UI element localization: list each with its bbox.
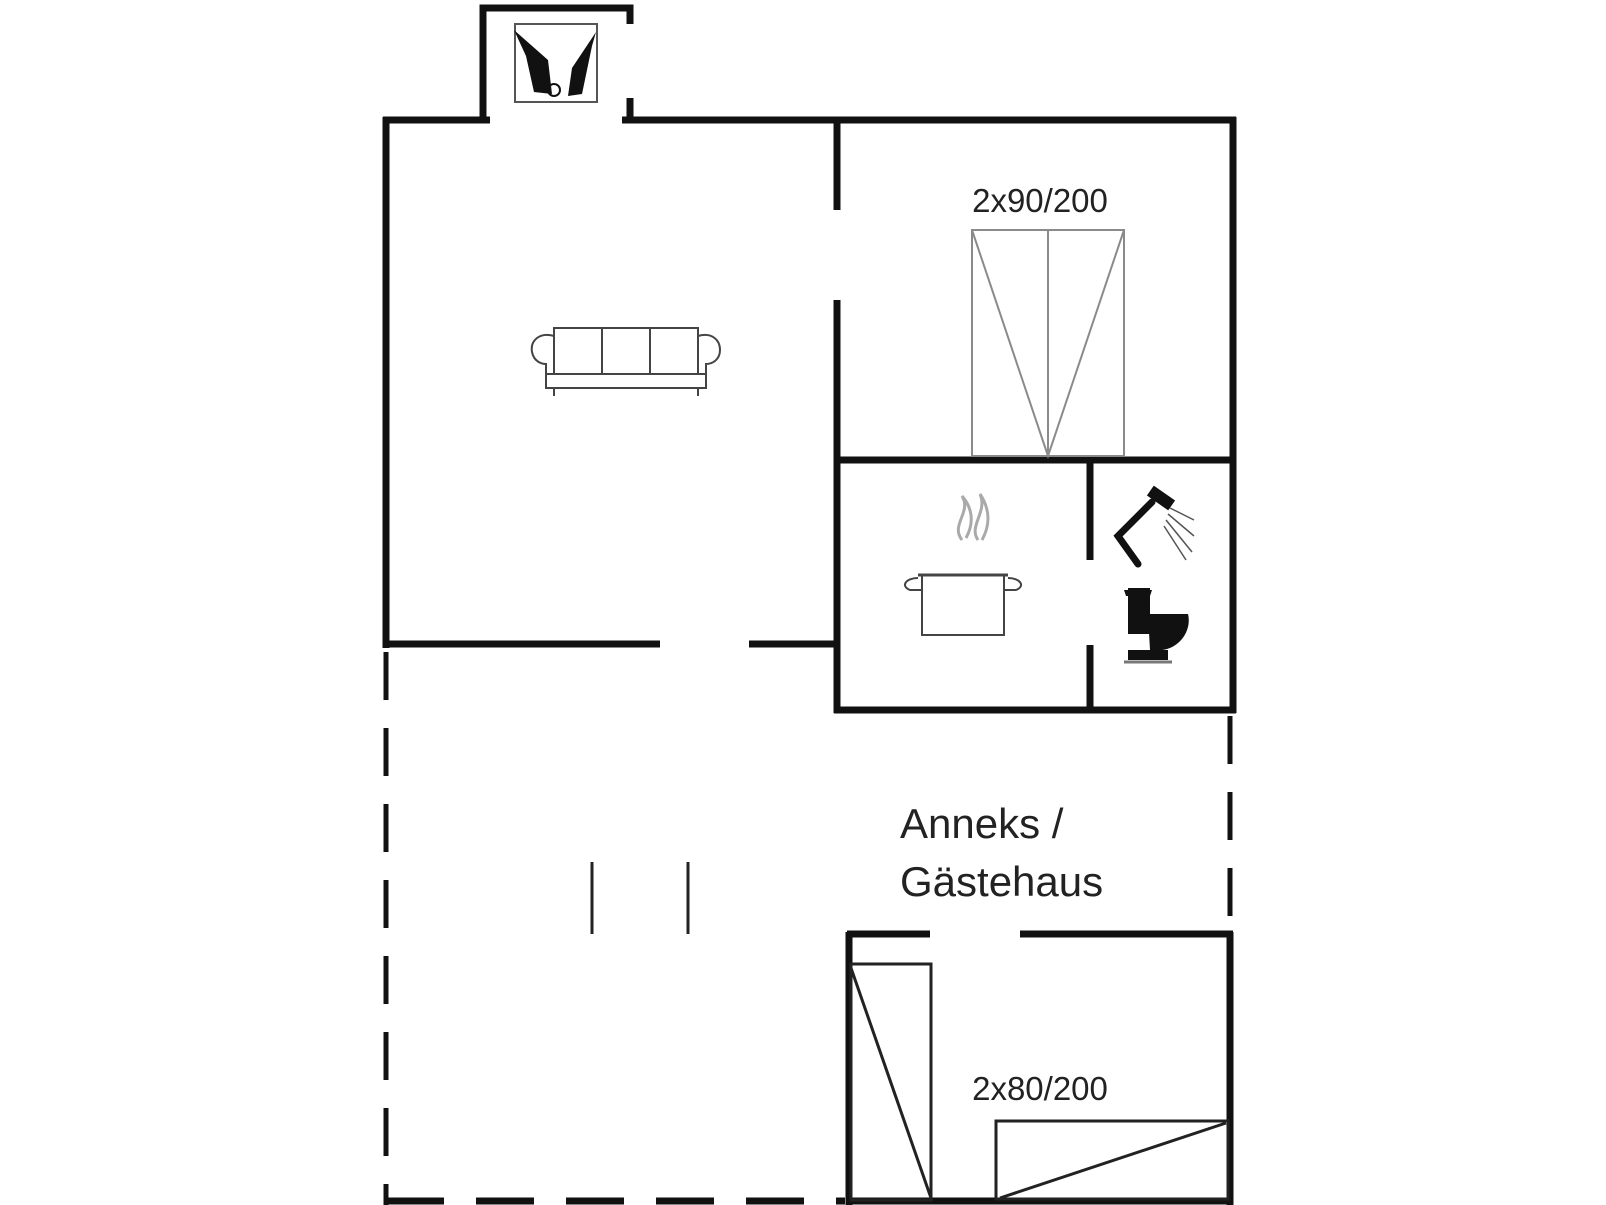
bedroom-bed-label: 2x90/200 — [972, 182, 1108, 219]
interior-walls — [833, 120, 1236, 713]
annex-bedroom-walls — [845, 930, 1234, 1205]
annex-bed-label: 2x80/200 — [972, 1070, 1108, 1107]
toilet-icon — [1124, 588, 1189, 664]
sofa-icon — [530, 327, 722, 396]
annex-bed-horizontal — [994, 1119, 1230, 1201]
annex-bed-vertical — [849, 962, 933, 1202]
shower-icon — [1113, 485, 1195, 568]
annex-label-line1: Anneks / — [900, 800, 1064, 847]
cooking-pot-icon — [903, 493, 1023, 636]
bedroom-bed: 2x90/200 — [971, 182, 1125, 460]
annex-dashed-outline — [383, 652, 1233, 1205]
fireplace-icon — [514, 23, 598, 103]
alcove-walls — [479, 4, 634, 120]
annex-label-line2: Gästehaus — [900, 858, 1103, 905]
door-marks — [590, 862, 690, 934]
main-house-walls — [382, 116, 1237, 714]
